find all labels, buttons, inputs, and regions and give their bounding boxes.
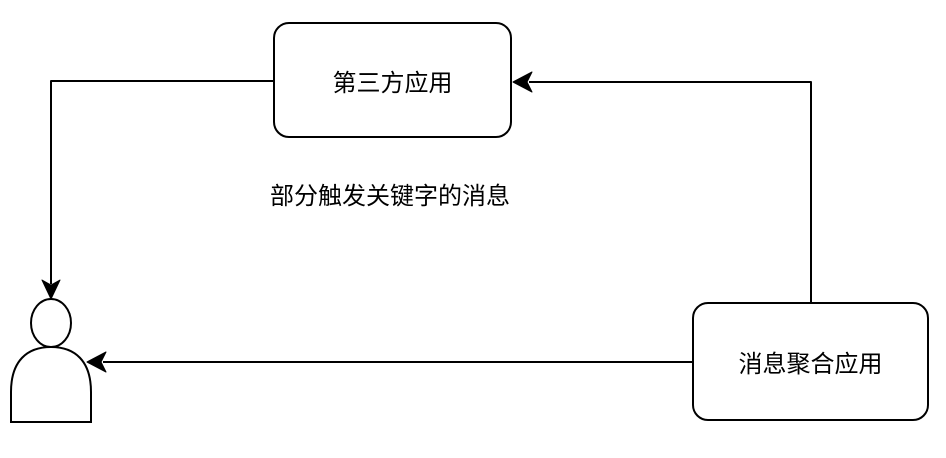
edge-thirdparty-to-user bbox=[41, 80, 273, 300]
arrowhead-left-icon bbox=[512, 71, 533, 93]
arrowhead-left-icon bbox=[86, 351, 107, 373]
actor-head bbox=[30, 298, 72, 348]
edge-aggregator-to-user bbox=[86, 351, 692, 373]
user-actor-icon bbox=[10, 298, 92, 423]
node-third-party-app-label: 第三方应用 bbox=[332, 69, 453, 97]
edge-label: 部分触发关键字的消息 bbox=[270, 183, 510, 210]
actor-body bbox=[10, 345, 92, 423]
edge-aggregator-to-thirdparty bbox=[512, 71, 812, 302]
node-third-party-app: 第三方应用 bbox=[273, 22, 512, 138]
node-message-aggregator-app: 消息聚合应用 bbox=[692, 302, 929, 421]
arrowhead-down-icon bbox=[41, 279, 61, 300]
node-message-aggregator-app-label: 消息聚合应用 bbox=[738, 351, 883, 378]
